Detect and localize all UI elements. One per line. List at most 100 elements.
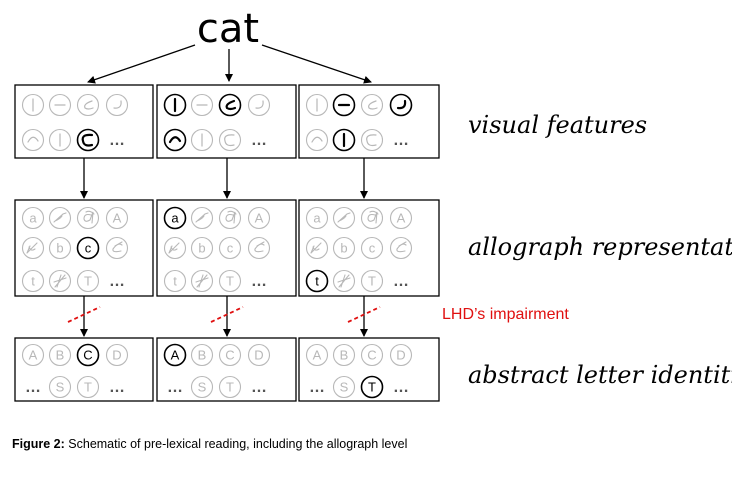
letter-glyph: B [56, 348, 65, 363]
unit-circle [76, 93, 100, 117]
unit-circle [218, 93, 242, 117]
script-a-glyph [53, 212, 67, 223]
unit-circle [76, 343, 100, 367]
letter-glyph: t [315, 274, 319, 289]
unit-circle [105, 206, 129, 230]
unit-circle [218, 128, 242, 152]
unit-circle [247, 343, 271, 367]
unit-circle [389, 206, 413, 230]
ellipsis-mark: … [393, 273, 409, 290]
letter-glyph: S [56, 380, 65, 395]
unit-circle [105, 343, 129, 367]
script-b-glyph [26, 242, 38, 254]
letter-glyph: A [255, 211, 264, 226]
cursive-c-glyph [112, 241, 123, 253]
ellipsis-mark: … [393, 132, 409, 149]
impairment-slash [210, 306, 244, 323]
cursive-a-glyph [367, 210, 379, 224]
open-curve-glyph [84, 100, 94, 110]
letter-glyph: T [368, 274, 376, 289]
input-word: cat [197, 6, 259, 52]
unit-circle [360, 128, 384, 152]
label-visual-features: visual features [468, 111, 647, 139]
letter-glyph: T [226, 380, 234, 395]
letter-glyph: D [396, 348, 405, 363]
letter-glyph: T [84, 274, 92, 289]
unit-circle [389, 343, 413, 367]
unit-circle [305, 206, 329, 230]
unit-circle [48, 343, 72, 367]
letter-glyph: S [198, 380, 207, 395]
unit-circle [247, 206, 271, 230]
ellipsis-mark: … [109, 379, 125, 396]
unit-circle [247, 93, 271, 117]
unit-circle [190, 236, 214, 260]
unit-circle [105, 236, 129, 260]
unit-circle [360, 343, 384, 367]
word-arrows [87, 44, 372, 84]
script-t-glyph [53, 274, 67, 288]
script-b-glyph [310, 242, 322, 254]
c-curve-glyph [224, 134, 235, 147]
letter-glyph: C [225, 348, 234, 363]
unit-circle [360, 93, 384, 117]
level-arrows [67, 158, 381, 337]
unit-circle [360, 375, 384, 399]
unit-circle [332, 375, 356, 399]
c-curve-glyph [81, 133, 94, 147]
unit-circle [163, 128, 187, 152]
hook-glyph [396, 99, 407, 110]
ellipsis-mark: … [25, 379, 41, 396]
letter-glyph: T [226, 274, 234, 289]
unit-circle [21, 206, 45, 230]
letter-glyph: a [29, 211, 37, 226]
unit-circle [48, 236, 72, 260]
letter-glyph: t [173, 274, 177, 289]
unit-circle [218, 375, 242, 399]
cursive-c-glyph [396, 241, 407, 253]
open-curve-glyph [225, 99, 237, 111]
letter-glyph: b [198, 241, 205, 256]
unit-circle [305, 269, 329, 293]
unit-circle [163, 343, 187, 367]
top-arc-glyph [27, 136, 39, 143]
unit-circle [21, 343, 45, 367]
letter-glyph: S [340, 380, 349, 395]
letter-glyph: A [313, 348, 322, 363]
unit-circle [389, 93, 413, 117]
letter-glyph: A [29, 348, 38, 363]
caption-text: Schematic of pre-lexical reading, includ… [68, 437, 408, 451]
script-a-glyph [337, 212, 351, 223]
script-t-glyph [195, 274, 209, 288]
letter-glyph: t [31, 274, 35, 289]
letter-glyph: B [340, 348, 349, 363]
ellipsis-mark: … [251, 379, 267, 396]
unit-circle [247, 236, 271, 260]
unit-circle [163, 269, 187, 293]
unit-circle [76, 206, 100, 230]
letter-glyph: c [369, 241, 376, 256]
unit-circle [305, 343, 329, 367]
letter-glyph: c [85, 241, 92, 256]
unit-circle [389, 236, 413, 260]
unit-circle [332, 343, 356, 367]
ellipsis-mark: … [251, 132, 267, 149]
unit-circle [76, 269, 100, 293]
visual-box-3: … [298, 84, 440, 159]
unit-circle [21, 128, 45, 152]
unit-circle [76, 375, 100, 399]
hook-glyph [113, 100, 122, 109]
unit-circle [105, 93, 129, 117]
unit-circle [190, 375, 214, 399]
letter-glyph: a [171, 211, 179, 226]
unit-circle [360, 206, 384, 230]
unit-circle [360, 236, 384, 260]
impairment-slash [67, 306, 101, 323]
visual-box-1: … [14, 84, 154, 159]
c-curve-glyph [366, 134, 377, 147]
